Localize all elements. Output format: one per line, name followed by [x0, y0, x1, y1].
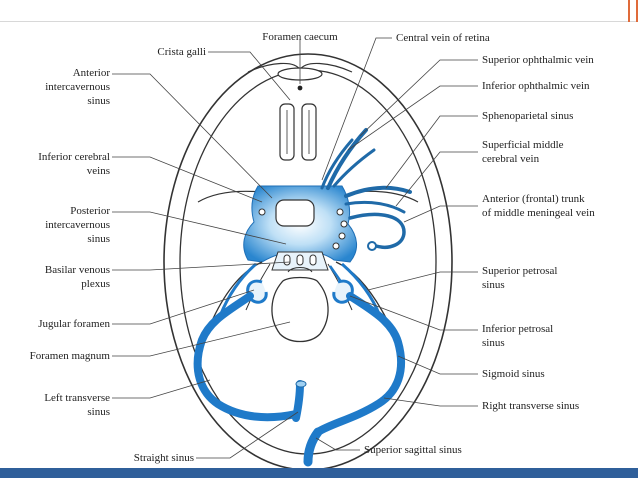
- foramen-caecum-dot: [297, 85, 303, 91]
- superior-ophthalmic-vein: [326, 128, 368, 190]
- leader-inferior-cerebral-veins: [112, 156, 263, 203]
- foramen-ovale: [340, 220, 348, 228]
- foramen-rotundum: [336, 208, 344, 216]
- leader-central-vein-retina: [321, 37, 392, 181]
- foramen-magnum: [271, 276, 329, 343]
- left-leader-lines: [112, 51, 299, 459]
- leader-inferior-ophthalmic: [347, 85, 478, 151]
- leader-superior-ophthalmic: [359, 59, 478, 137]
- leader-sigmoid: [397, 355, 478, 375]
- left-sigmoid-transverse-sinus: [193, 292, 300, 422]
- slide-corner-decoration: [628, 0, 638, 22]
- leader-inferior-petrosal: [349, 295, 478, 331]
- label-anterior-intercavernous-sinus: Anterior intercavernous sinus: [45, 67, 110, 107]
- leader-superior-petrosal: [367, 271, 478, 291]
- superficial-middle-cerebral-vein: [344, 200, 406, 214]
- inferior-ophthalmic-vein: [320, 138, 354, 190]
- slide-top-bar: [0, 0, 638, 22]
- slide-bottom-bar: [0, 468, 638, 478]
- label-central-vein-of-retina: Central vein of retina: [396, 32, 490, 44]
- clivus-hole-3: [309, 254, 317, 266]
- label-inferior-petrosal-sinus: Inferior petrosal sinus: [482, 323, 554, 349]
- leader-middle-meningeal: [403, 205, 478, 223]
- label-foramen-magnum: Foramen magnum: [29, 350, 110, 362]
- superior-sagittal-sinus: [303, 427, 323, 467]
- label-straight-sinus: Straight sinus: [133, 452, 194, 464]
- clivus-hole-1: [283, 254, 291, 266]
- clivus-hole-2: [296, 254, 304, 266]
- straight-sinus-cap: [295, 380, 307, 388]
- leader-sphenoparietal: [385, 115, 478, 189]
- foramen-lacerum: [332, 242, 340, 250]
- label-right-transverse-sinus: Right transverse sinus: [482, 400, 580, 412]
- label-inferior-ophthalmic-vein: Inferior ophthalmic vein: [482, 80, 590, 92]
- leader-superior-sagittal: [315, 437, 360, 451]
- middle-meningeal-vein-trunk: [348, 212, 406, 249]
- label-superficial-middle-cerebral-vein: Superficial middle cerebral vein: [482, 139, 564, 165]
- slide-top-divider: [0, 21, 638, 22]
- label-inferior-cerebral-veins: Inferior cerebral veins: [38, 151, 110, 177]
- leader-foramen-magnum: [112, 321, 291, 357]
- sphenoparietal-sinus: [344, 185, 412, 198]
- label-sigmoid-sinus: Sigmoid sinus: [482, 368, 545, 380]
- label-anterior-trunk-middle-meningeal-vein: Anterior (frontal) trunk of middle menin…: [482, 193, 595, 219]
- right-leader-lines: [299, 37, 478, 451]
- label-crista-galli: Crista galli: [157, 46, 206, 58]
- central-vein-retina-branch: [332, 148, 376, 188]
- label-superior-ophthalmic-vein: Superior ophthalmic vein: [482, 54, 594, 66]
- leader-jugular-foramen: [112, 289, 255, 325]
- leader-straight-sinus: [196, 411, 299, 459]
- meningeal-end-ring: [367, 241, 377, 251]
- label-superior-sagittal-sinus: Superior sagittal sinus: [364, 444, 462, 456]
- leader-posterior-intercavernous: [112, 211, 287, 245]
- label-left-transverse-sinus: Left transverse sinus: [44, 392, 110, 418]
- label-posterior-intercavernous-sinus: Posterior intercavernous sinus: [45, 205, 110, 245]
- label-superior-petrosal-sinus: Superior petrosal sinus: [482, 265, 558, 291]
- label-foramen-caecum: Foramen caecum: [262, 31, 338, 43]
- leader-superficial-middle-cerebral: [395, 151, 478, 207]
- label-jugular-foramen: Jugular foramen: [38, 318, 110, 330]
- label-sphenoparietal-sinus: Sphenoparietal sinus: [482, 110, 574, 122]
- leader-crista-galli: [208, 51, 291, 101]
- leader-basilar-plexus: [112, 261, 291, 271]
- left-small-foramen: [258, 208, 266, 216]
- leader-left-transverse: [112, 379, 211, 399]
- foramen-spinosum: [338, 232, 346, 240]
- sella-turcica: [275, 199, 315, 227]
- right-sigmoid-transverse-sinus: [314, 292, 406, 436]
- leader-anterior-intercavernous: [112, 73, 273, 199]
- label-basilar-venous-plexus: Basilar venous plexus: [44, 264, 110, 290]
- leader-right-transverse: [383, 397, 478, 407]
- foramen-magnum-anterior: [287, 267, 313, 273]
